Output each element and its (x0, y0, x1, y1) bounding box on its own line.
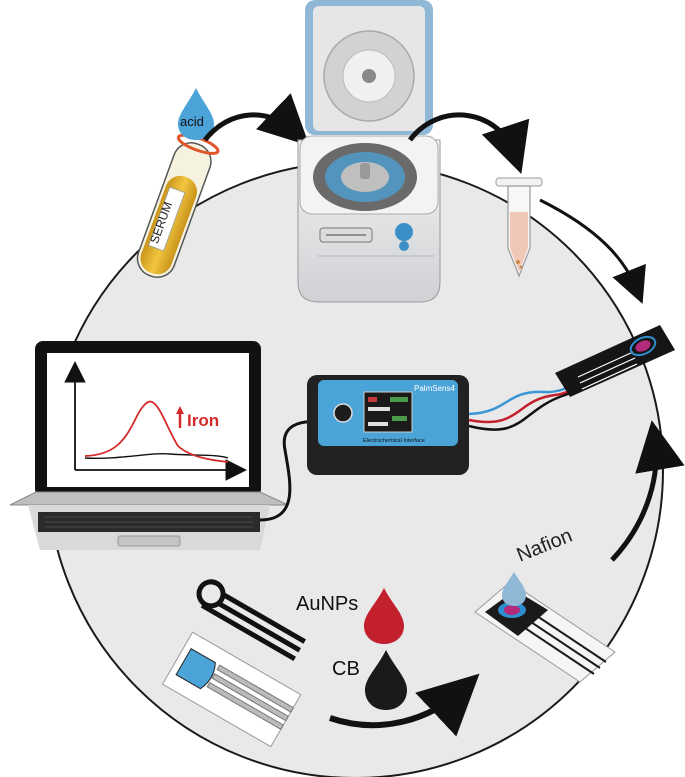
supernatant-vial-icon (495, 177, 543, 278)
bare-electrodes-icon (161, 579, 306, 748)
device-caption: Electrochemical Interface (363, 438, 425, 444)
potentiostat-icon: PalmSens4 Electrochemical Interface (307, 375, 469, 475)
voltammogram-plot: Iron (64, 361, 247, 481)
nafion-coated-sensor-icon (474, 572, 616, 683)
arrow-nafion-to-sensor (610, 420, 685, 562)
cb-label: CB (332, 658, 360, 680)
usb-cable (259, 420, 321, 522)
laptop-icon (9, 341, 289, 550)
cb-drop-icon (365, 650, 407, 710)
aunps-drop-icon (364, 588, 404, 644)
acid-drop-icon: acid (178, 88, 214, 140)
baseline-curve (84, 452, 229, 460)
iron-peak-curve (84, 400, 229, 463)
arrow-vial-to-sensor (539, 198, 646, 304)
serum-tube-icon: SERUM (136, 133, 220, 278)
aunps-label: AuNPs (296, 593, 358, 615)
arrow-modification-to-nafion (329, 673, 480, 737)
modified-sensor-icon (555, 325, 675, 397)
power-button-icon (333, 403, 353, 423)
iron-label: Iron (187, 411, 219, 430)
arrow-serum-to-centrifuge (203, 93, 310, 146)
acid-label: acid (180, 114, 204, 129)
device-brand: PalmSens4 (414, 384, 455, 393)
arrow-centrifuge-to-vial (408, 112, 530, 174)
centrifuge-icon (297, 0, 441, 303)
